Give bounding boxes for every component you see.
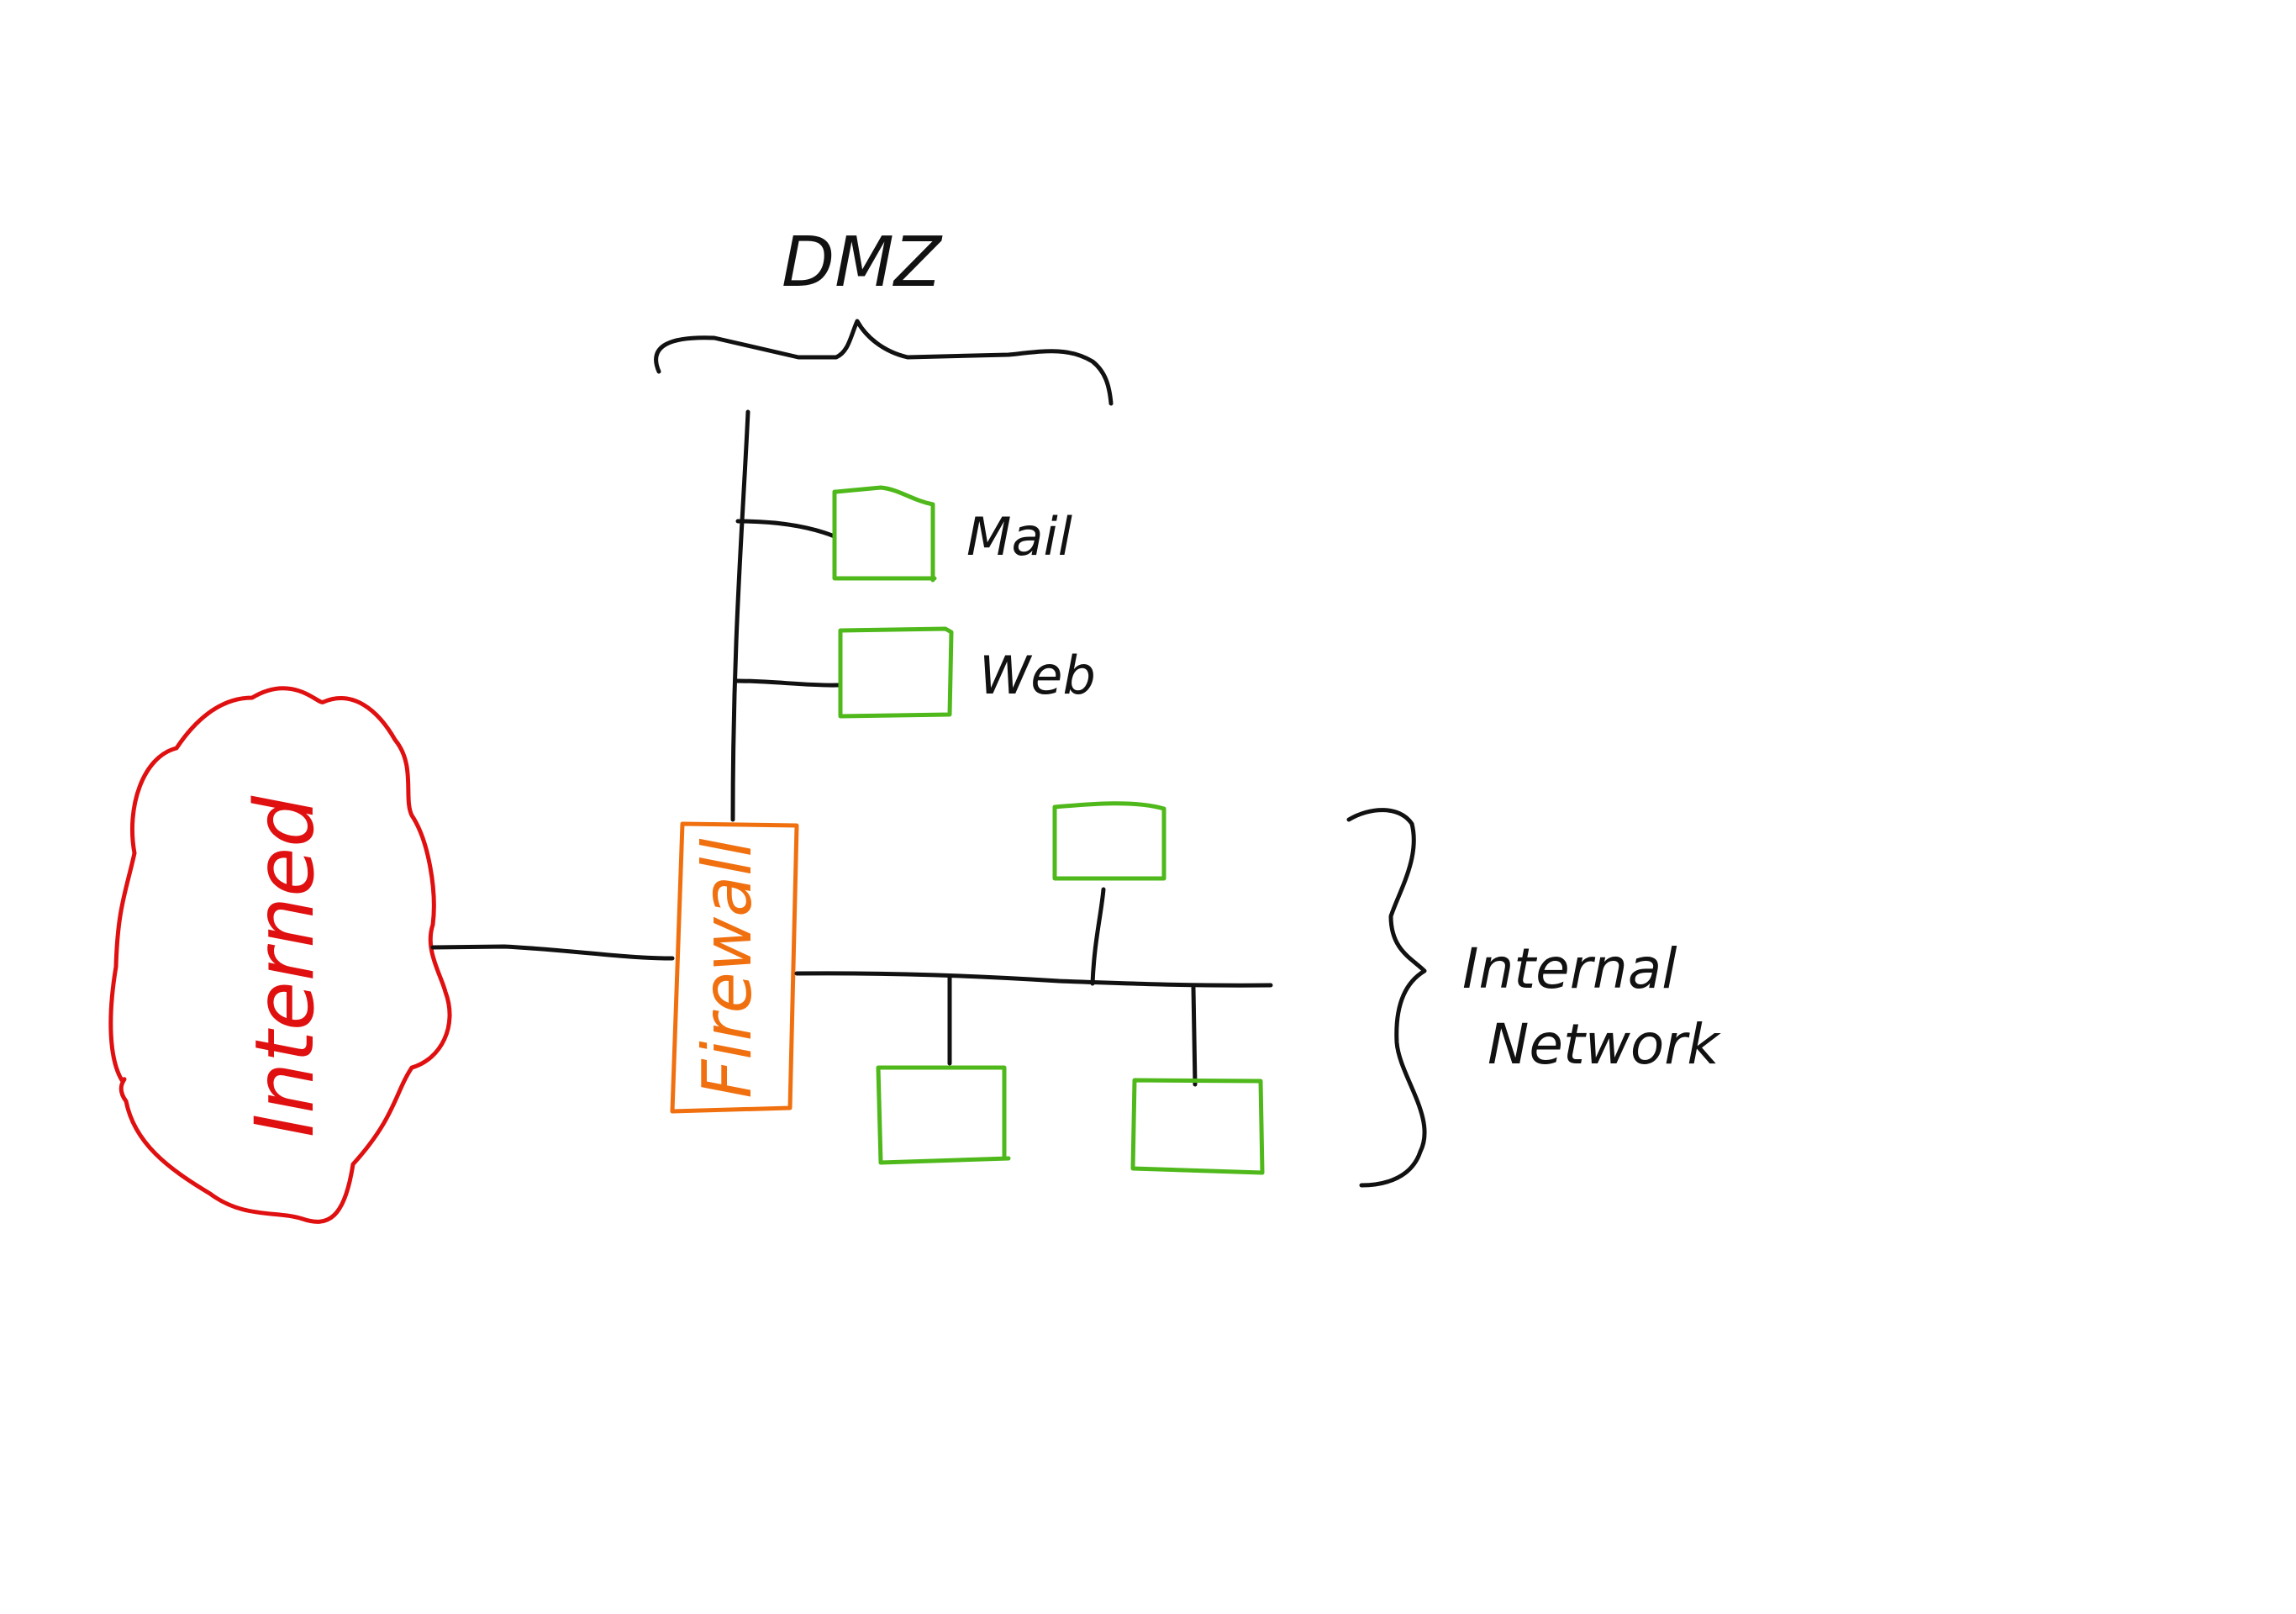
internal-bus-line bbox=[794, 971, 1273, 988]
internal-host-1-connector bbox=[1090, 887, 1106, 986]
mail-connector bbox=[735, 519, 837, 539]
internal-network-label-line2: Network bbox=[1488, 1012, 1721, 1077]
dmz-label: DMZ bbox=[782, 223, 943, 303]
internal-network-brace bbox=[1346, 808, 1427, 1188]
internet-label: Interned bbox=[238, 795, 332, 1137]
mail-label: Mail bbox=[966, 506, 1072, 567]
firewall-box bbox=[670, 821, 799, 1114]
firewall-label: Firewall bbox=[688, 838, 766, 1098]
web-connector bbox=[735, 678, 840, 688]
mail-server-box bbox=[832, 485, 937, 583]
dmz-brace bbox=[654, 319, 1114, 406]
internal-host-2-box bbox=[876, 1065, 1011, 1165]
internal-host-3-connector bbox=[1191, 985, 1198, 1087]
internal-host-3-box bbox=[1130, 1078, 1265, 1175]
web-server-box bbox=[838, 626, 954, 719]
internal-network-label-line1: Internal bbox=[1462, 936, 1677, 1001]
web-label: Web bbox=[979, 645, 1096, 706]
internal-host-1-box bbox=[1052, 801, 1166, 881]
dmz-backbone-line bbox=[730, 409, 750, 822]
internet-firewall-link bbox=[430, 944, 675, 961]
internet-cloud bbox=[108, 686, 452, 1224]
